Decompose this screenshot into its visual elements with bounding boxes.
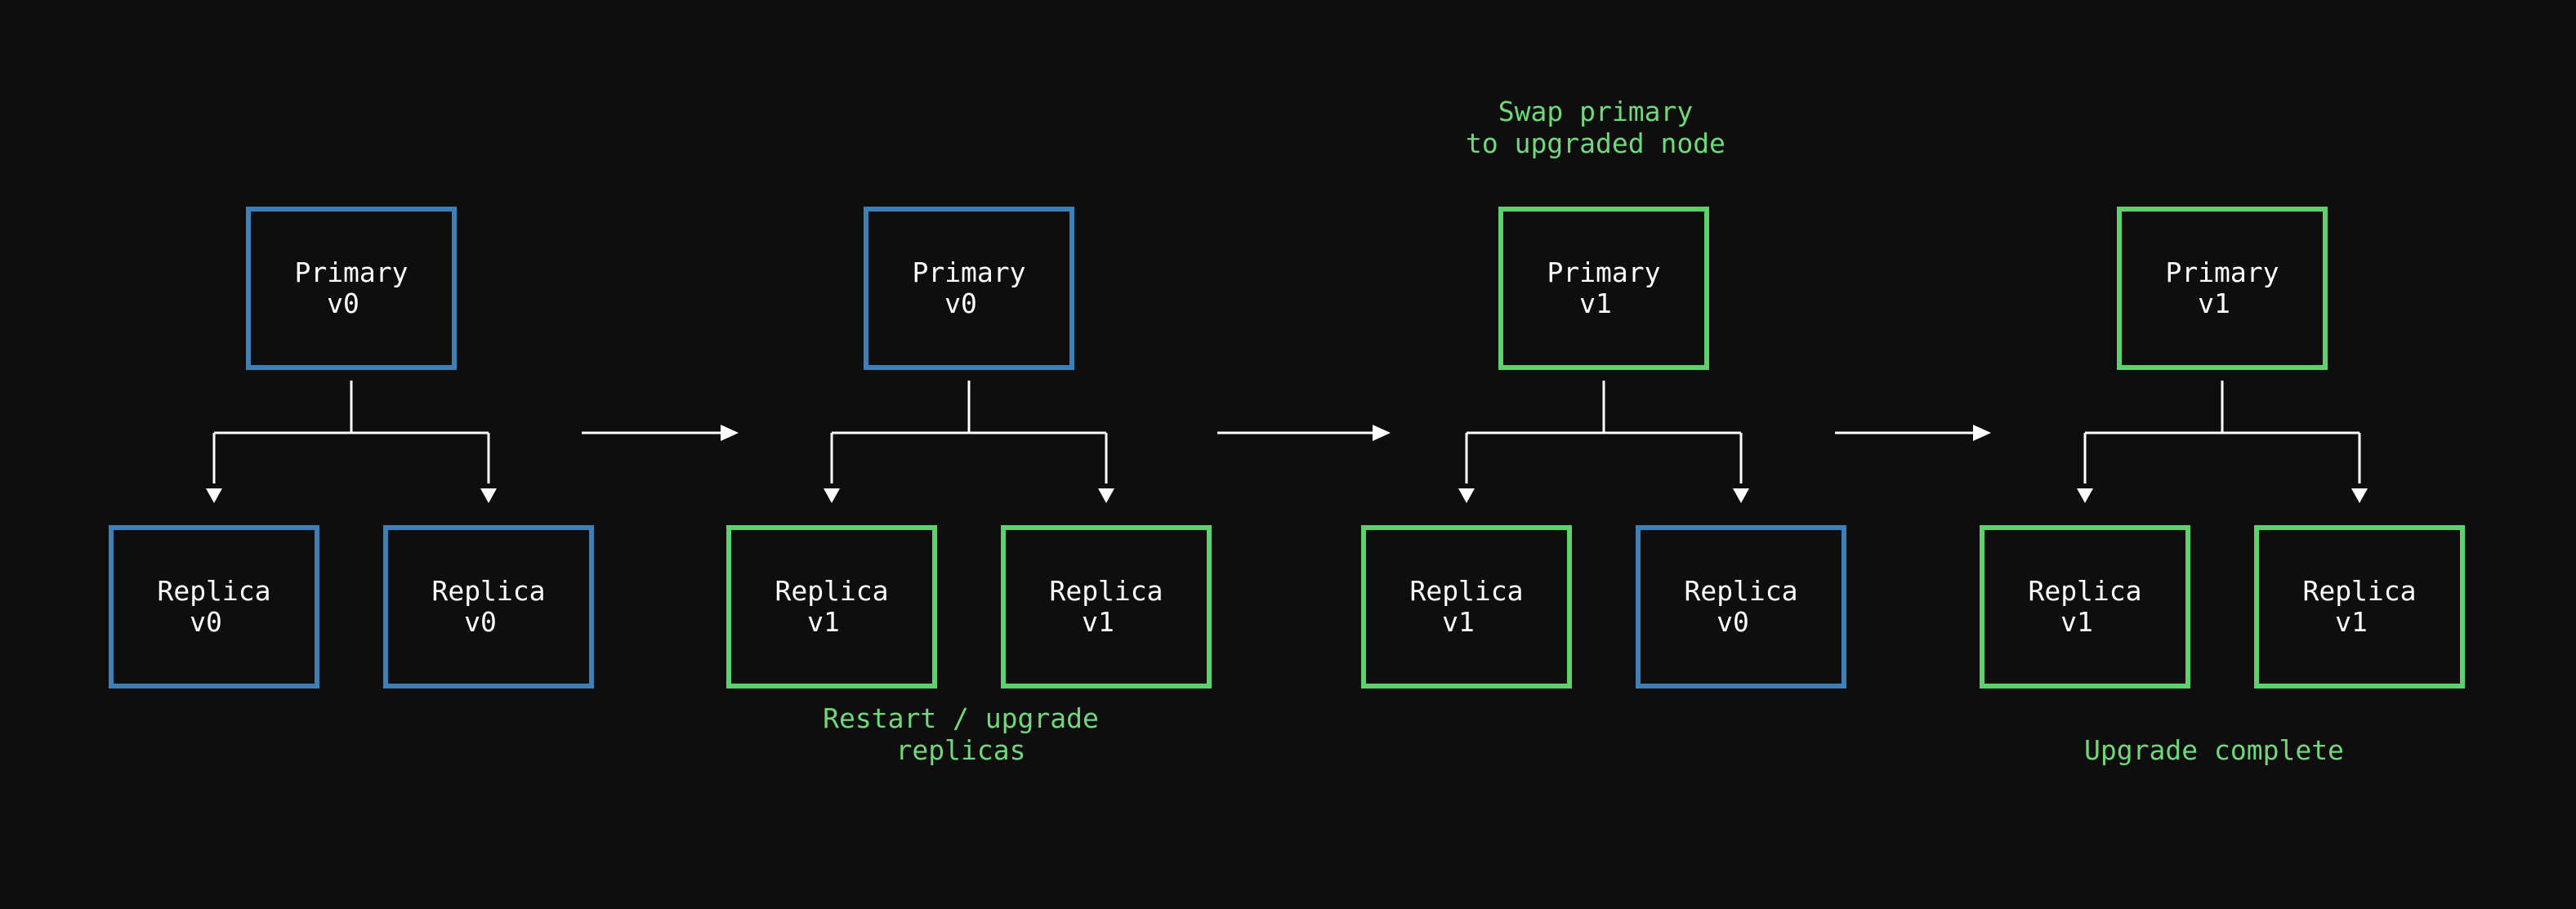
stage-4-caption-below-2: Upgrade complete — [2084, 734, 2344, 766]
stage-3-replica-2-version: v0 — [1717, 606, 1749, 638]
stage-2-replica-2-label: Replica — [1049, 575, 1163, 607]
transition-arrow-3-icon — [1973, 425, 1991, 441]
stage-4-primary-label: Primary — [2165, 256, 2279, 288]
stage-1-primary-box — [246, 207, 457, 370]
stage-3-replica-2-box — [1636, 525, 1846, 688]
stage-1-replica-2-version: v0 — [464, 606, 497, 638]
stage-4-replica-1-label: Replica — [2028, 575, 2141, 607]
stage-4-replica-2-label: Replica — [2302, 575, 2416, 607]
stage-2-down-arrow-icon-2 — [1098, 488, 1114, 503]
stage-3-replica-2-label: Replica — [1684, 575, 1797, 607]
stage-3-replica-1-box — [1361, 525, 1572, 688]
stage-3-down-arrow-icon-2 — [1733, 488, 1749, 503]
stage-1-replica-1-box — [109, 525, 319, 688]
stage-1-down-arrow-icon-1 — [206, 488, 222, 503]
stage-1-replica-1-label: Replica — [157, 575, 270, 607]
stage-2-down-arrow-icon-1 — [824, 488, 840, 503]
stage-1-down-arrow-icon-2 — [480, 488, 497, 503]
stage-3-replica-1-version: v1 — [1442, 606, 1475, 638]
transition-arrow-2-icon — [1373, 425, 1391, 441]
stage-2-primary-box — [864, 207, 1074, 370]
transition-arrow-1-icon — [721, 425, 739, 441]
stage-3-replica-1-label: Replica — [1409, 575, 1523, 607]
stage-2-replica-1-label: Replica — [775, 575, 888, 607]
stage-1-primary-label: Primary — [294, 256, 408, 288]
stage-1-primary-version: v0 — [327, 287, 359, 319]
stage-3-down-arrow-icon-1 — [1458, 488, 1475, 503]
stage-4-replica-2-version: v1 — [2335, 606, 2368, 638]
stage-4-replica-1-box — [1980, 525, 2190, 688]
stage-3-primary-version: v1 — [1579, 287, 1612, 319]
stage-4-replica-1-version: v1 — [2060, 606, 2093, 638]
stage-2-primary-version: v0 — [944, 287, 977, 319]
stage-2-replica-1-version: v1 — [807, 606, 840, 638]
stage-4-down-arrow-icon-2 — [2351, 488, 2368, 503]
stage-1-replica-2-box — [383, 525, 594, 688]
stage-4-primary-version: v1 — [2198, 287, 2230, 319]
stage-2-primary-label: Primary — [912, 256, 1025, 288]
stage-1-replica-1-version: v0 — [190, 606, 222, 638]
stage-3-caption-above-1: Swap primary — [1498, 96, 1693, 127]
stage-3-primary-label: Primary — [1547, 256, 1660, 288]
stage-2-replica-2-box — [1001, 525, 1212, 688]
stage-2-replica-1-box — [726, 525, 937, 688]
stage-2-replica-2-version: v1 — [1082, 606, 1114, 638]
stage-2-caption-below-2: replicas — [896, 734, 1026, 766]
stage-1-replica-2-label: Replica — [431, 575, 545, 607]
stage-3-caption-above-2: to upgraded node — [1466, 127, 1726, 159]
stage-4-down-arrow-icon-1 — [2077, 488, 2093, 503]
stage-2-caption-below-1: Restart / upgrade — [823, 702, 1099, 734]
stage-4-primary-box — [2117, 207, 2328, 370]
stage-3-primary-box — [1498, 207, 1709, 370]
stage-4-replica-2-box — [2254, 525, 2465, 688]
